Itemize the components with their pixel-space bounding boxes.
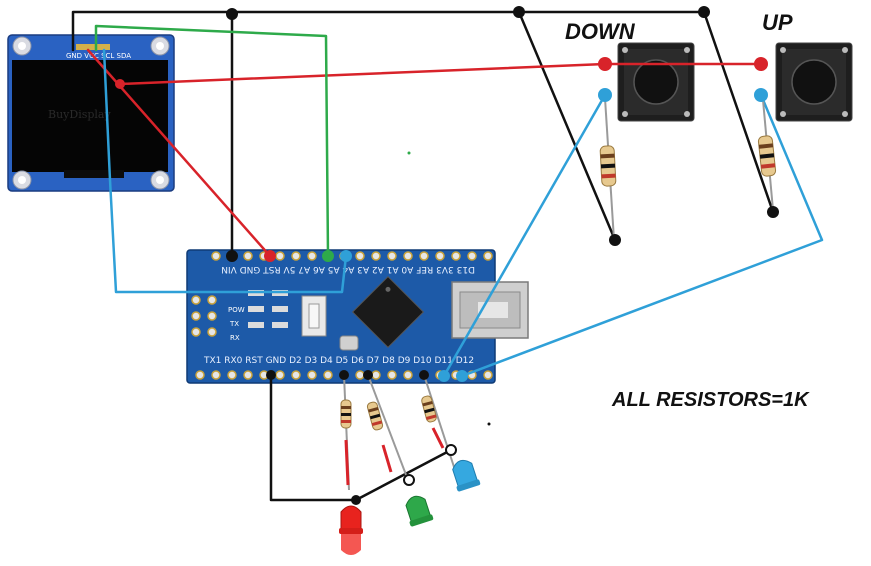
led-resistors bbox=[340, 374, 456, 491]
red-led bbox=[339, 505, 363, 555]
down-push-button bbox=[617, 42, 695, 122]
indicator-pow: POW bbox=[228, 306, 245, 314]
oled-watermark: BuyDisplay bbox=[48, 108, 111, 121]
oled-display-module: GND VCC SCL SDA BuyDisplay bbox=[7, 34, 175, 192]
green-scl-wire bbox=[94, 24, 330, 258]
nano-bottom-pin-labels: TX1 RX0 RST GND D2 D3 D4 D5 D6 D7 D8 D9 … bbox=[203, 356, 474, 366]
up-push-button bbox=[775, 42, 853, 122]
nano-top-pin-labels: D13 3V3 REF A0 A1 A2 A3 A4 A5 A6 A7 5V R… bbox=[221, 264, 475, 274]
blue-led bbox=[452, 459, 481, 492]
down-label: DOWN bbox=[565, 19, 636, 44]
down-pull-resistor bbox=[599, 97, 617, 241]
indicator-tx: TX bbox=[229, 320, 239, 328]
oled-pin-labels: GND VCC SCL SDA bbox=[66, 52, 131, 60]
black-ground-wires bbox=[71, 10, 775, 502]
junction-dots bbox=[115, 6, 779, 505]
indicator-rx: RX bbox=[230, 334, 240, 342]
green-led bbox=[405, 495, 434, 527]
arduino-nano-board: D13 3V3 REF A0 A1 A2 A3 A4 A5 A6 A7 5V R… bbox=[186, 249, 529, 384]
up-pull-resistor bbox=[757, 99, 777, 211]
up-label: UP bbox=[762, 10, 793, 35]
resistor-note: ALL RESISTORS=1K bbox=[611, 389, 810, 411]
blue-signal-wires bbox=[102, 48, 824, 378]
